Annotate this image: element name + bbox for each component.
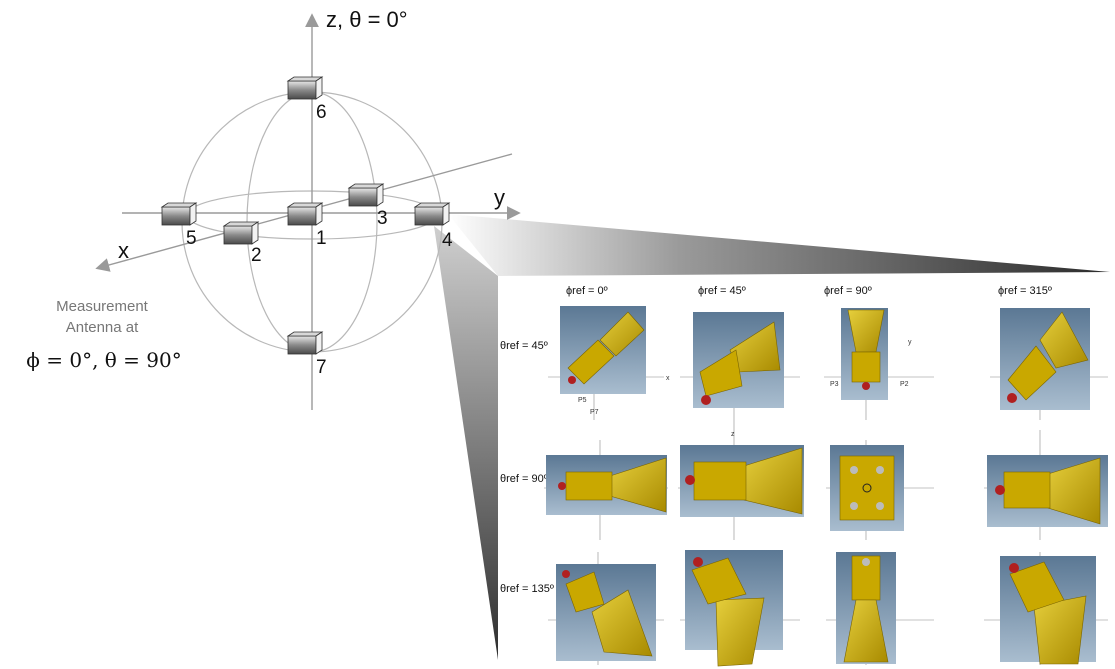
antenna-cube-3 <box>347 183 385 207</box>
x-axis-label: x <box>118 238 129 263</box>
horn-image-theta45-phi45 <box>693 312 784 408</box>
antenna-cube-6 <box>286 76 324 100</box>
position-label-2: 2 <box>251 245 262 266</box>
horn-image-theta90-phi45 <box>680 445 804 517</box>
position-label-3: 3 <box>377 208 388 229</box>
orientation-table: ϕref = 0º ϕref = 45º ϕref = 90º ϕref = 3… <box>498 276 1115 669</box>
horn-image-theta90-phi315 <box>987 455 1108 527</box>
axis-letter-x: x <box>666 375 670 382</box>
horn-image-theta45-phi315 <box>1000 308 1090 410</box>
column-header-phi-0: ϕref = 0º <box>566 285 608 297</box>
position-label-6: 6 <box>316 102 327 123</box>
y-axis-label: y <box>494 185 505 210</box>
port-label-p3: P3 <box>830 381 839 388</box>
antenna-cube-4 <box>413 202 451 226</box>
antenna-cube-5 <box>160 202 198 226</box>
measurement-note-line1: Measurement <box>56 298 149 315</box>
antenna-cube-2 <box>222 221 260 245</box>
row-header-theta-45: θref = 45º <box>500 340 548 352</box>
horn-image-theta45-phi90 <box>841 308 888 400</box>
horn-image-theta45-phi0 <box>560 306 646 394</box>
horn-image-theta135-phi0 <box>556 564 656 661</box>
row-header-theta-90: θref = 90º <box>500 473 548 485</box>
port-label-p7: P7 <box>590 409 599 416</box>
horn-image-theta90-phi0 <box>546 455 667 515</box>
row-header-theta-135: θref = 135º <box>500 583 554 595</box>
measurement-note-line2: Antenna at <box>66 319 139 336</box>
horn-image-theta135-phi45 <box>685 550 783 667</box>
antenna-cube-7 <box>286 331 324 355</box>
position-label-4: 4 <box>442 230 453 251</box>
horn-image-theta135-phi90 <box>836 552 896 664</box>
z-axis-label: z, θ = 0° <box>326 7 408 32</box>
antenna-cube-1 <box>286 202 324 226</box>
position-label-7: 7 <box>316 357 327 378</box>
axis-letter-y: y <box>908 339 912 346</box>
measurement-note-line3: ϕ = 0°, θ = 90° <box>26 348 182 372</box>
port-label-p5: P5 <box>578 397 587 404</box>
column-header-phi-315: ϕref = 315º <box>998 285 1052 297</box>
port-label-p2: P2 <box>900 381 909 388</box>
horn-image-theta90-phi90 <box>830 445 904 531</box>
position-label-1: 1 <box>316 228 327 249</box>
column-header-phi-45: ϕref = 45º <box>698 285 746 297</box>
horn-image-theta135-phi315 <box>1000 556 1096 665</box>
axis-letter-z: z <box>731 431 735 438</box>
column-header-phi-90: ϕref = 90º <box>824 285 872 297</box>
position-label-5: 5 <box>186 228 197 249</box>
zoom-callout <box>434 214 1110 660</box>
